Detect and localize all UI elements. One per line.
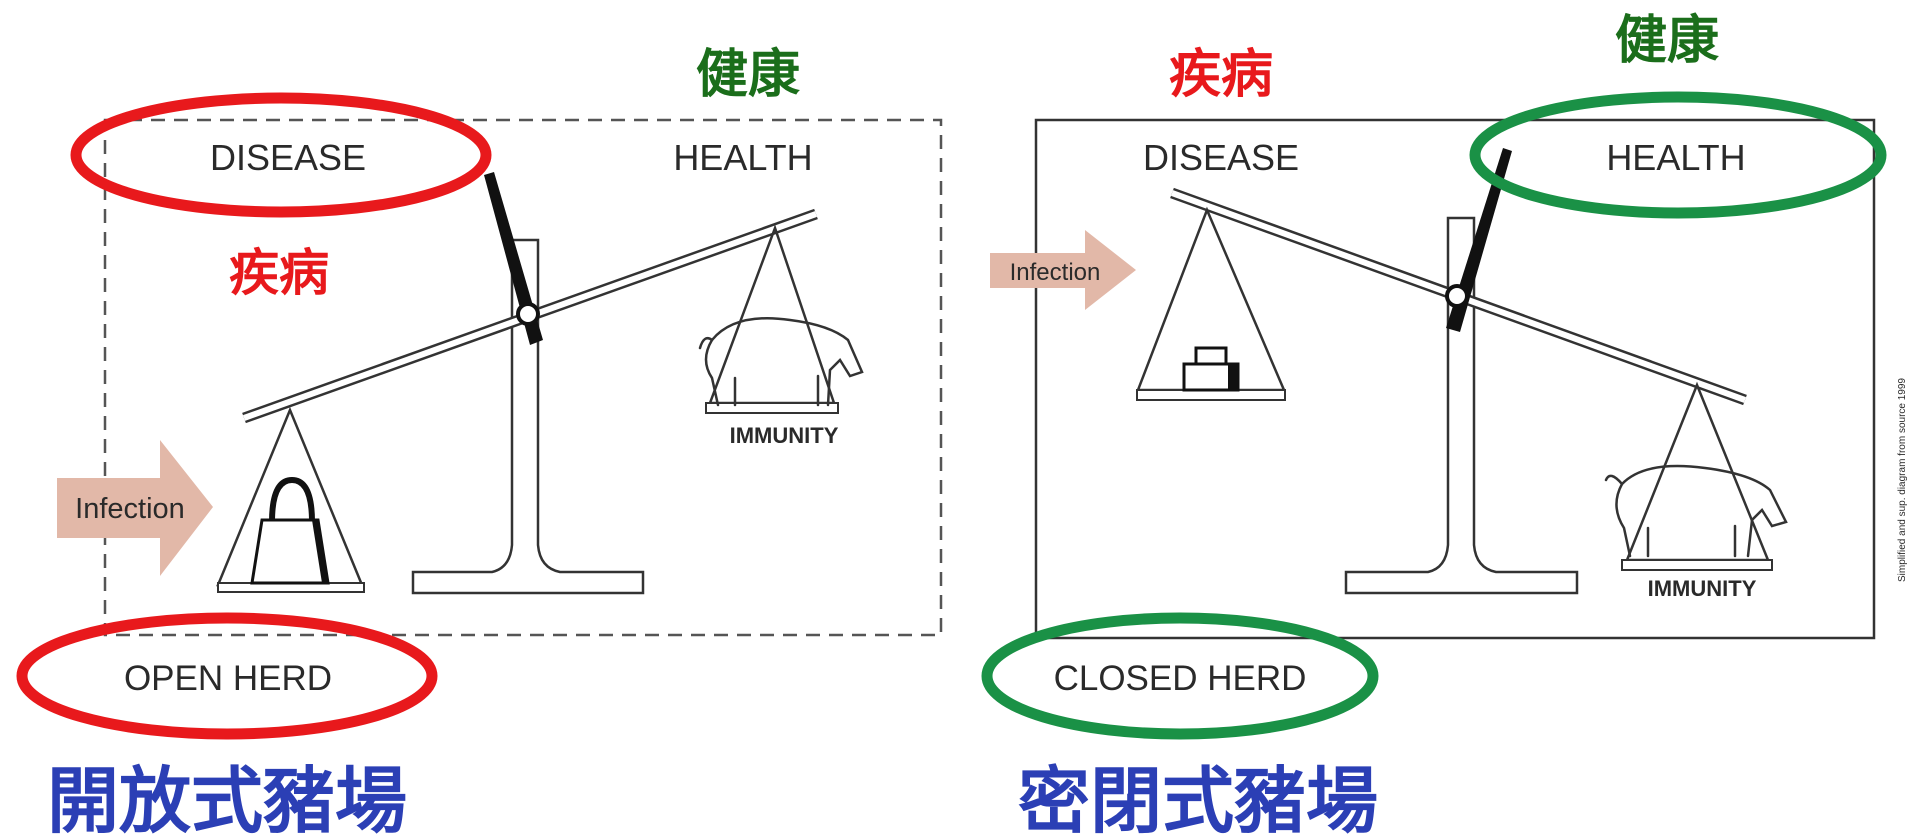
closed-herd-frame — [1034, 118, 1876, 640]
scale-stand — [411, 238, 645, 595]
infection-arrow: Infection — [57, 440, 213, 576]
scale-pointer-icon — [484, 172, 543, 345]
health-pan: IMMUNITY — [698, 224, 864, 448]
open-herd-frame — [103, 118, 943, 637]
health-label: HEALTH — [1606, 137, 1745, 178]
disease-pan — [216, 406, 365, 593]
side-note: Simplified and sup. diagram from source … — [1897, 378, 1908, 582]
herd-label: CLOSED HERD — [1054, 659, 1307, 698]
weight-icon — [250, 476, 330, 585]
cjk-disease-label: 疾病 — [1169, 45, 1273, 105]
disease-pan — [1136, 206, 1286, 401]
health-label: HEALTH — [673, 137, 812, 178]
health-highlight-ring — [1469, 91, 1887, 219]
disease-label: DISEASE — [210, 137, 366, 178]
scale-pointer-icon — [1445, 148, 1512, 332]
scale-stand — [1344, 216, 1579, 595]
disease-label: DISEASE — [1143, 137, 1299, 178]
infection-arrow: Infection — [990, 230, 1136, 310]
closed-herd-panel: IMMUNITY Infection DISEASE HEALTH 疾病 健康 … — [981, 11, 1908, 839]
open-herd-panel: IMMUNITY Infection DISEASE HEALTH 健康 疾病 … — [16, 45, 943, 839]
cjk-health-label: 健康 — [696, 45, 800, 105]
health-pan: IMMUNITY — [1604, 381, 1788, 601]
pig-icon — [698, 316, 864, 407]
immunity-label: IMMUNITY — [730, 423, 839, 448]
pig-icon — [1604, 464, 1788, 558]
immunity-label: IMMUNITY — [1648, 576, 1757, 601]
cjk-disease-label: 疾病 — [229, 244, 329, 302]
herd-cjk-title: 開放式豬場 — [47, 759, 407, 839]
closed-herd-highlight-ring — [981, 612, 1379, 740]
herd-cjk-title: 密閉式豬場 — [1018, 759, 1378, 839]
cjk-health-label: 健康 — [1615, 11, 1719, 71]
infection-label: Infection — [75, 493, 185, 525]
small-weight-icon — [1182, 346, 1240, 392]
infection-label: Infection — [1010, 259, 1101, 286]
open-herd-highlight-ring — [16, 612, 438, 740]
disease-highlight-ring — [70, 92, 492, 218]
herd-label: OPEN HERD — [124, 659, 332, 698]
